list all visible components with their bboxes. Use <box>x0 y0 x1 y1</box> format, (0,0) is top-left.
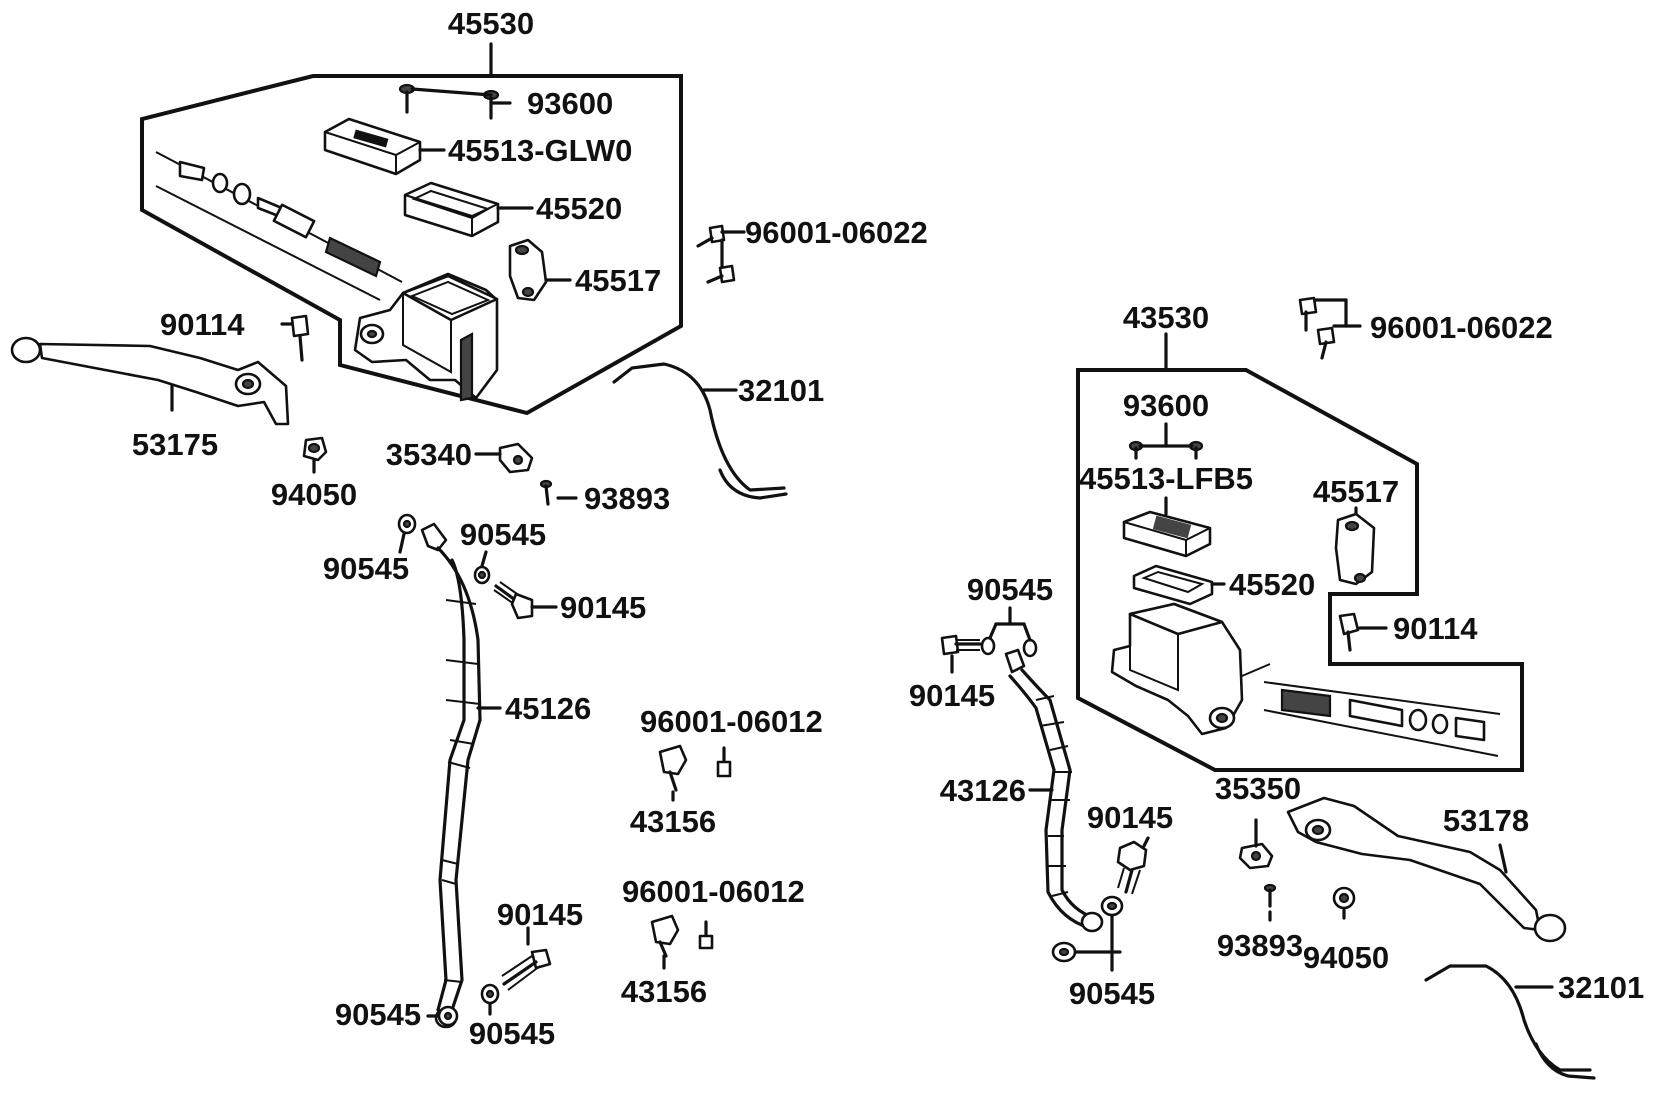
right-brake-lever <box>1286 796 1567 943</box>
left-pivot-bolt-label: 90114 <box>160 307 245 342</box>
right-bottom-washers <box>1051 895 1124 972</box>
left-clip-bottom <box>650 914 714 958</box>
left-clip-top-label: 43156 <box>630 804 716 839</box>
left-washer-top-left-label: 90545 <box>323 551 409 586</box>
right-cable <box>1424 964 1596 1080</box>
left-mirror-bolts <box>696 224 746 284</box>
left-screw-label: 93600 <box>527 86 613 121</box>
left-clamp-label: 45517 <box>575 263 661 298</box>
left-clip-top <box>658 744 732 792</box>
right-assembly-label: 43530 <box>1123 300 1209 335</box>
right-switch-screw-label: 93893 <box>1217 928 1303 963</box>
right-cap-label: 45513-LFB5 <box>1079 461 1253 496</box>
left-washer-bottom-right-label: 90545 <box>469 1016 555 1051</box>
right-screw-label: 93600 <box>1123 388 1209 423</box>
right-brake-hose <box>1004 648 1104 933</box>
right-diaphragm-label: 45520 <box>1229 567 1315 602</box>
right-clamp <box>1334 512 1376 586</box>
right-nut-label: 94050 <box>1303 940 1389 975</box>
left-assembly-outline <box>140 74 683 416</box>
left-pivot-bolt <box>280 314 310 362</box>
right-pivot-bolt-label: 90114 <box>1393 611 1478 646</box>
left-diaphragm <box>403 181 500 238</box>
left-banjo-bolt-top <box>493 581 534 620</box>
left-washer-bottom-left-label: 90545 <box>335 997 421 1032</box>
left-screws <box>398 83 512 120</box>
left-lever-label: 53175 <box>132 427 218 462</box>
left-nut-label: 94050 <box>271 477 357 512</box>
right-switch-label: 35350 <box>1215 771 1301 806</box>
right-mirror-bolt-label: 96001-06022 <box>1370 310 1553 345</box>
right-pivot-bolt <box>1338 612 1360 652</box>
right-switch-screw <box>1263 883 1277 922</box>
left-brake-lever <box>10 336 290 426</box>
left-clip-bolt-bottom-label: 96001-06012 <box>622 874 805 909</box>
left-mirror-bolt-label: 96001-06022 <box>745 215 928 250</box>
right-diaphragm <box>1132 564 1214 606</box>
left-switch-screw-label: 93893 <box>584 481 670 516</box>
left-assembly: 45530 93600 45513-GLW0 45520 <box>10 6 928 1051</box>
left-brake-switch <box>498 442 534 474</box>
left-clamp <box>508 238 548 302</box>
right-nut <box>1332 886 1356 910</box>
right-washer-bottom-label: 90545 <box>1069 976 1155 1011</box>
right-washer-top-label: 90545 <box>967 572 1053 607</box>
left-top-washers <box>397 513 491 585</box>
right-mirror-bolts <box>1298 296 1362 360</box>
right-brake-switch <box>1238 818 1274 870</box>
right-screws <box>1128 422 1204 460</box>
left-cable-label: 32101 <box>738 373 824 408</box>
left-bottom-washers <box>437 983 500 1027</box>
left-assembly-label: 45530 <box>448 6 534 41</box>
left-banjo-bolt-top-label: 90145 <box>560 590 646 625</box>
right-assembly: 96001-06022 43530 93600 45513-LFB5 <box>909 296 1644 1080</box>
left-piston-kit <box>155 151 403 301</box>
left-switch-label: 35340 <box>386 437 472 472</box>
right-master-cylinder-body <box>1110 602 1271 736</box>
right-top-washers <box>980 606 1038 658</box>
right-reservoir-cap <box>1122 510 1212 558</box>
left-cable <box>612 362 788 500</box>
left-reservoir-cap <box>323 117 422 176</box>
left-washer-top-right-label: 90545 <box>460 517 546 552</box>
right-clamp-label: 45517 <box>1313 474 1399 509</box>
right-assembly-outline <box>1076 368 1524 772</box>
right-piston-kit <box>1263 681 1501 757</box>
left-banjo-bolt-bottom-label: 90145 <box>497 897 583 932</box>
right-banjo-bolt-bottom-label: 90145 <box>1087 800 1173 835</box>
left-brake-hose <box>420 522 482 1029</box>
left-clip-bottom-label: 43156 <box>621 974 707 1009</box>
right-cable-label: 32101 <box>1558 970 1644 1005</box>
right-banjo-bolt-top <box>940 634 982 674</box>
right-hose-label: 43126 <box>940 773 1026 808</box>
left-switch-screw <box>539 479 553 506</box>
left-banjo-bolt-bottom <box>501 926 552 991</box>
right-banjo-bolt-bottom <box>1116 836 1150 895</box>
left-master-cylinder-body <box>353 272 499 402</box>
left-cap-label: 45513-GLW0 <box>448 133 632 168</box>
left-nut <box>302 436 328 462</box>
left-diaphragm-label: 45520 <box>536 191 622 226</box>
right-lever-label: 53178 <box>1443 803 1529 838</box>
left-clip-bolt-top-label: 96001-06012 <box>640 704 823 739</box>
left-hose-label: 45126 <box>505 691 591 726</box>
right-banjo-bolt-top-label: 90145 <box>909 678 995 713</box>
